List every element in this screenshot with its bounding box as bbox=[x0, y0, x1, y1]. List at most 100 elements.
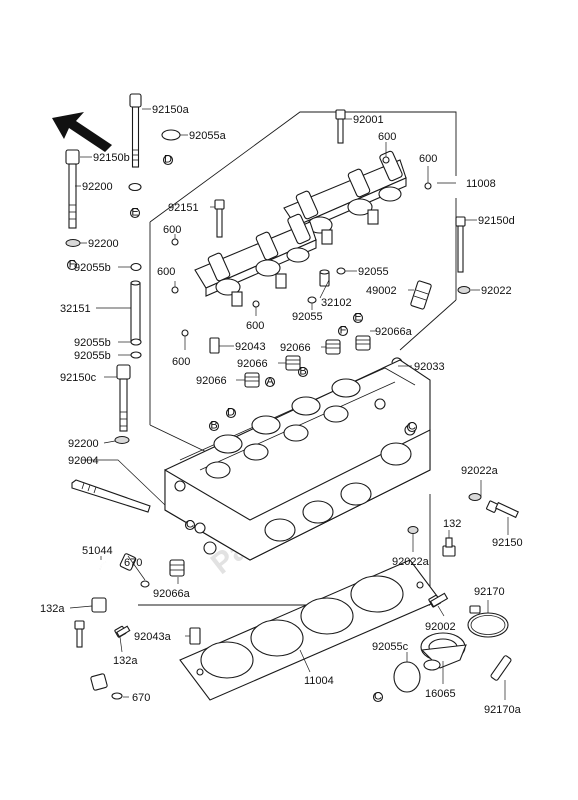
dowel-600-2[interactable] bbox=[424, 182, 432, 190]
plug-92066-1[interactable] bbox=[325, 339, 341, 355]
label-132a-2: 132a bbox=[113, 655, 138, 667]
o-ring-92055c[interactable] bbox=[393, 661, 421, 693]
label-11008: 11008 bbox=[466, 178, 496, 190]
dowel-600-4[interactable] bbox=[171, 286, 179, 294]
dowel-600-1[interactable] bbox=[382, 156, 390, 164]
bolt-132[interactable] bbox=[442, 537, 456, 557]
banjo-bolt-132a-2[interactable] bbox=[114, 625, 131, 638]
cylinder-head-11008[interactable] bbox=[164, 359, 431, 561]
ref-marker-e-2: E bbox=[352, 312, 364, 324]
label-92200-mid: 92200 bbox=[88, 238, 119, 250]
label-11004: 11004 bbox=[304, 675, 334, 687]
label-16065: 16065 bbox=[425, 688, 456, 700]
washer-92200-mid[interactable] bbox=[65, 239, 81, 247]
intake-holder-16065[interactable] bbox=[420, 632, 467, 671]
washer-92200-top[interactable] bbox=[128, 182, 142, 192]
svg-text:B: B bbox=[299, 366, 306, 378]
leader-lines bbox=[69, 108, 509, 700]
hose-clamp-92170[interactable] bbox=[467, 605, 509, 638]
camshaft-cap-front[interactable] bbox=[194, 213, 317, 307]
label-92170: 92170 bbox=[474, 586, 505, 598]
banjo-bolt-132a-1[interactable] bbox=[74, 620, 85, 648]
label-32151: 32151 bbox=[60, 303, 91, 315]
plug-92066a-2[interactable] bbox=[169, 559, 185, 577]
bolt-92150[interactable] bbox=[486, 500, 519, 519]
o-ring-92055-1[interactable] bbox=[336, 267, 346, 275]
ref-marker-c-2: C bbox=[184, 519, 196, 531]
o-ring-92055b-1[interactable] bbox=[130, 262, 142, 272]
sleeve-32102[interactable] bbox=[319, 269, 330, 287]
plug-92066a-1[interactable] bbox=[355, 335, 371, 351]
label-92055b-1: 92055b bbox=[74, 262, 111, 274]
bolt-92150c[interactable] bbox=[116, 364, 131, 432]
label-132a-1: 132a bbox=[40, 603, 65, 615]
svg-text:E: E bbox=[354, 312, 361, 324]
label-92033: 92033 bbox=[414, 361, 445, 373]
dowel-600-3[interactable] bbox=[171, 238, 179, 246]
washer-92022[interactable] bbox=[457, 286, 471, 294]
head-gasket-11004[interactable] bbox=[179, 559, 441, 701]
bolt-92151[interactable] bbox=[214, 199, 225, 238]
washer-92022a-2[interactable] bbox=[407, 526, 419, 534]
svg-text:B: B bbox=[210, 420, 217, 432]
washer-670-b[interactable] bbox=[111, 692, 123, 700]
label-92022a-2: 92022a bbox=[392, 556, 430, 568]
label-92151: 92151 bbox=[168, 202, 199, 214]
label-600-1: 600 bbox=[378, 131, 396, 143]
ref-marker-a: A bbox=[264, 376, 276, 388]
bolt-92150d[interactable] bbox=[455, 216, 466, 273]
label-92066-2: 92066 bbox=[237, 358, 268, 370]
label-92170a: 92170a bbox=[484, 704, 522, 716]
label-92150a: 92150a bbox=[152, 104, 190, 116]
washer-92022a-1[interactable] bbox=[468, 493, 482, 501]
plug-92066-3[interactable] bbox=[244, 372, 260, 388]
label-600-6: 600 bbox=[172, 356, 190, 368]
bolt-92150b[interactable] bbox=[65, 149, 80, 229]
label-92200-top: 92200 bbox=[82, 181, 113, 193]
tensioner-49002[interactable] bbox=[410, 280, 432, 310]
label-92002: 92002 bbox=[425, 621, 456, 633]
dowel-600-6[interactable] bbox=[181, 329, 189, 337]
label-92055b-2: 92055b bbox=[74, 337, 111, 349]
label-92043a: 92043a bbox=[134, 631, 172, 643]
o-ring-92055b-3[interactable] bbox=[130, 351, 142, 359]
washer-92200-low[interactable] bbox=[114, 436, 130, 444]
ref-marker-c-1: C bbox=[406, 421, 418, 433]
bolt-92001[interactable] bbox=[335, 109, 346, 144]
label-92001: 92001 bbox=[353, 114, 384, 126]
svg-text:E: E bbox=[131, 207, 138, 219]
label-92055a: 92055a bbox=[189, 130, 227, 142]
label-92004: 92004 bbox=[68, 455, 99, 467]
label-92066-1: 92066 bbox=[280, 342, 311, 354]
washer-670-a[interactable] bbox=[140, 580, 150, 588]
bolt-92002[interactable] bbox=[428, 592, 449, 608]
label-92200-low: 92200 bbox=[68, 438, 99, 450]
stud-92004[interactable] bbox=[71, 479, 151, 513]
label-92066a-2: 92066a bbox=[153, 588, 191, 600]
svg-text:F: F bbox=[340, 325, 347, 337]
front-direction-arrow-icon bbox=[52, 112, 112, 152]
o-ring-92055a[interactable] bbox=[161, 129, 181, 141]
label-92066a-1: 92066a bbox=[375, 326, 413, 338]
o-ring-92055b-2[interactable] bbox=[130, 338, 142, 346]
part-labels: 92150a 92055a 92150b 92200 92200 92055b … bbox=[40, 104, 523, 716]
plug-92066-2[interactable] bbox=[285, 355, 301, 371]
dowel-600-5[interactable] bbox=[252, 300, 260, 308]
o-ring-92055-2[interactable] bbox=[307, 296, 317, 304]
clamp-screw-92170a[interactable] bbox=[490, 655, 512, 681]
bolt-92150a[interactable] bbox=[129, 93, 142, 168]
dowel-pin-92043[interactable] bbox=[209, 337, 220, 354]
guide-tube-32151[interactable] bbox=[130, 280, 141, 342]
oil-pipe-51044[interactable] bbox=[90, 553, 137, 691]
dowel-pin-92043a[interactable] bbox=[189, 627, 201, 645]
label-92066-3: 92066 bbox=[196, 375, 227, 387]
ref-marker-e-1: E bbox=[129, 207, 141, 219]
label-92055c: 92055c bbox=[372, 641, 409, 653]
camshaft-cap-rear[interactable] bbox=[283, 150, 407, 245]
label-92055b-3: 92055b bbox=[74, 350, 111, 362]
label-92150c: 92150c bbox=[60, 372, 97, 384]
ref-marker-f-2: F bbox=[337, 325, 349, 337]
label-32102: 32102 bbox=[321, 297, 352, 309]
label-49002: 49002 bbox=[366, 285, 397, 297]
